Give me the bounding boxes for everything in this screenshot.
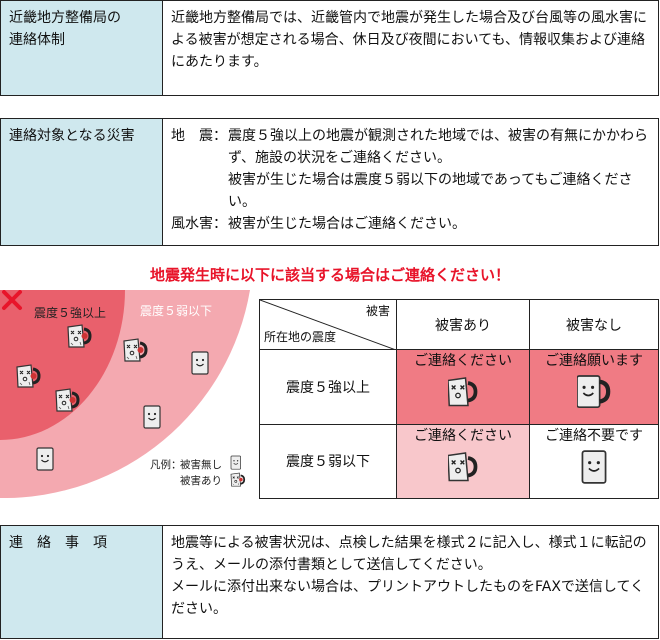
legend-damage: 被害あり bbox=[180, 474, 222, 487]
matrix-corner: 被害 所在地の震度 bbox=[259, 298, 397, 351]
section-label: 連絡対象となる災害 bbox=[1, 119, 163, 245]
storm-item: 風水害： 被害が生じた場合はご連絡ください。 bbox=[171, 213, 650, 235]
intact-building-icon bbox=[191, 351, 209, 375]
storm-key: 風水害： bbox=[171, 216, 227, 232]
row-header-weak: 震度５弱以下 bbox=[259, 423, 397, 500]
row-header-strong: 震度５強以上 bbox=[259, 349, 397, 425]
section-contact-notes: 連絡事項 地震等による被害状況は、点検した結果を様式２に記入し、様式１に転記のう… bbox=[0, 525, 659, 639]
zone-strong bbox=[0, 290, 125, 440]
intensity-zone-diagram: 震度５強以上 震度５弱以下 凡例： 被害無し 被害あり bbox=[0, 290, 250, 498]
earthquake-text-1: 震度５強以上の地震が観測された地域では、被害の有無にかかわらず、施設の状況をご連… bbox=[228, 128, 648, 166]
zone-weak-label: 震度５弱以下 bbox=[140, 303, 212, 318]
headline: 地震発生時に以下に該当する場合はご連絡ください！ bbox=[149, 266, 510, 284]
section-text: 近畿地方整備局では、近畿管内で地震が発生した場合及び台風等の風水害による被害が想… bbox=[171, 10, 647, 70]
cell-weak-no-damage: ご連絡不要です bbox=[529, 423, 659, 500]
legend-title: 凡例： bbox=[150, 458, 182, 471]
damaged-building-icon bbox=[448, 451, 478, 481]
notes-text-2: メールに添付出来ない場合は、プリントアウトしたものをFAXで送信してください。 bbox=[171, 579, 645, 617]
legend-no-damage: 被害無し bbox=[180, 458, 222, 471]
label-line-2: 連絡体制 bbox=[9, 32, 65, 48]
label-line-1: 近畿地方整備局の bbox=[9, 10, 121, 26]
zone-strong-label: 震度５強以上 bbox=[34, 305, 106, 320]
notes-text-1: 地震等による被害状況は、点検した結果を様式２に記入し、様式１に転記のうえ、メール… bbox=[171, 535, 647, 573]
x-mark-icon bbox=[2, 290, 22, 310]
earthquake-text-2: 被害が生じた場合は震度５弱以下の地域であってもご連絡ください。 bbox=[228, 172, 633, 210]
cell-strong-damage: ご連絡ください bbox=[396, 349, 530, 425]
intact-building-icon bbox=[143, 405, 161, 429]
section-label: 近畿地方整備局の 連絡体制 bbox=[1, 1, 163, 95]
cell-text: ご連絡ください bbox=[414, 353, 512, 370]
damaged-building-icon bbox=[54, 387, 80, 413]
section-target-disasters: 連絡対象となる災害 地 震： 震度５強以上の地震が観測された地域では、被害の有無… bbox=[0, 118, 659, 246]
intact-building-icon bbox=[36, 447, 54, 471]
damaged-building-icon bbox=[66, 323, 92, 349]
cell-text: ご連絡不要です bbox=[545, 427, 643, 444]
legend-intact-icon bbox=[230, 455, 241, 470]
damaged-building-icon bbox=[15, 363, 41, 389]
damaged-building-icon bbox=[448, 377, 478, 407]
cell-text: ご連絡願います bbox=[545, 353, 643, 370]
legend-damaged-icon bbox=[230, 472, 246, 488]
cell-text: ご連絡ください bbox=[414, 427, 512, 444]
cell-strong-no-damage: ご連絡願います bbox=[529, 349, 659, 425]
intact-building-phone-icon bbox=[577, 375, 611, 409]
section-contact-system: 近畿地方整備局の 連絡体制 近畿地方整備局では、近畿管内で地震が発生した場合及び… bbox=[0, 0, 659, 96]
contact-matrix: 被害 所在地の震度 被害あり 被害なし 震度５強以上 ご連絡ください ご連絡願い… bbox=[259, 298, 659, 500]
earthquake-item: 地 震： 震度５強以上の地震が観測された地域では、被害の有無にかかわらず、施設の… bbox=[171, 125, 650, 213]
intact-building-icon bbox=[581, 449, 607, 484]
storm-text: 被害が生じた場合はご連絡ください。 bbox=[228, 216, 466, 232]
col-header-damage: 被害あり bbox=[396, 298, 530, 351]
corner-bottom: 所在地の震度 bbox=[264, 330, 337, 345]
section-label: 連絡事項 bbox=[1, 526, 163, 638]
corner-top: 被害 bbox=[365, 304, 390, 318]
damaged-building-icon bbox=[122, 337, 148, 363]
col-header-no-damage: 被害なし bbox=[529, 298, 659, 351]
section-text: 地 震： 震度５強以上の地震が観測された地域では、被害の有無にかかわらず、施設の… bbox=[163, 119, 658, 245]
section-text: 地震等による被害状況は、点検した結果を様式２に記入し、様式１に転記のうえ、メール… bbox=[163, 526, 658, 638]
earthquake-key: 地 震： bbox=[171, 128, 227, 144]
cell-weak-damage: ご連絡ください bbox=[396, 423, 530, 500]
